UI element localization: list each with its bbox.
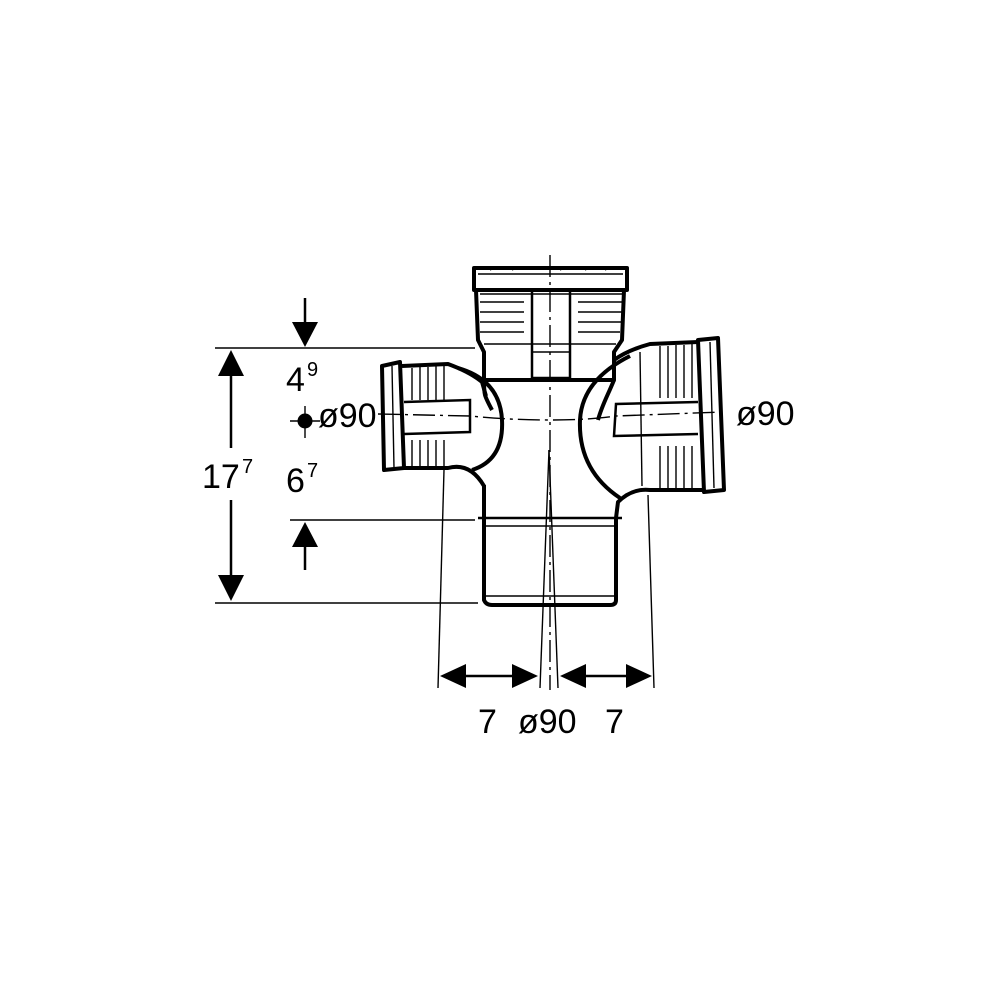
total-height-dimension <box>218 350 244 601</box>
svg-text:7: 7 <box>242 456 253 478</box>
svg-text:7: 7 <box>307 460 318 482</box>
svg-text:4: 4 <box>286 361 305 399</box>
right-width-label: 7 <box>605 703 624 741</box>
svg-text:17: 17 <box>202 458 240 496</box>
arrow-up-icon <box>218 350 244 376</box>
arrow-right-icon <box>626 664 652 688</box>
svg-text:9: 9 <box>307 359 318 381</box>
left-branch-diameter-label: ø90 <box>318 397 377 435</box>
arrow-down-icon <box>218 575 244 601</box>
center-dot-icon <box>297 413 313 429</box>
right-branch-diameter-label: ø90 <box>736 395 795 433</box>
top-offset-dimension <box>292 298 318 347</box>
reference-lines <box>215 347 655 689</box>
branch-center-marker <box>290 406 320 438</box>
center-lines <box>377 255 723 690</box>
left-branch <box>380 360 505 488</box>
left-branch-ribs <box>411 366 445 466</box>
right-branch <box>577 336 726 519</box>
main-diameter-label: ø90 <box>518 703 577 741</box>
total-height-label: 17 7 <box>202 456 253 496</box>
right-branch-ribs <box>639 344 693 488</box>
arrow-down-icon <box>292 322 318 347</box>
top-offset-label: 4 9 <box>286 359 318 399</box>
bottom-width-dimensions <box>440 664 652 688</box>
arrow-right-icon <box>512 664 538 688</box>
left-width-label: 7 <box>478 703 497 741</box>
arrow-left-icon <box>440 664 466 688</box>
svg-text:6: 6 <box>286 462 305 500</box>
arrow-left-icon <box>560 664 586 688</box>
main-pipe <box>472 266 629 607</box>
bottom-offset-dimension <box>292 522 318 570</box>
socket-ribs <box>480 293 622 345</box>
arrow-up-icon <box>292 522 318 547</box>
bottom-offset-label: 6 7 <box>286 460 318 500</box>
